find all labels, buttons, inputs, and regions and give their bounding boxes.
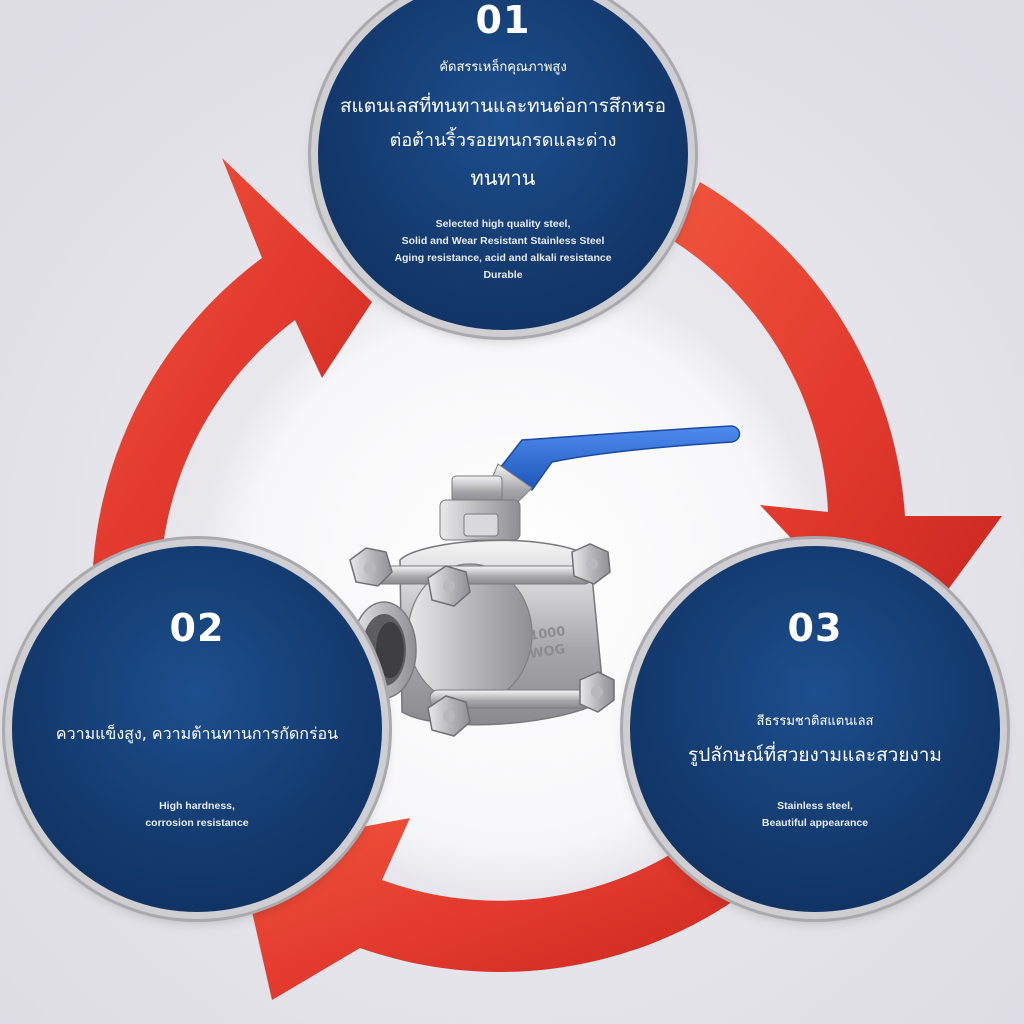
thai-subtitle: สีธรรมชาติสแตนเลส xyxy=(756,714,874,729)
english-line: Stainless steel, xyxy=(777,800,853,812)
thai-line: รูปลักษณ์ที่สวยงามและสวยงาม xyxy=(688,744,942,766)
arrow-right-down xyxy=(672,182,1002,655)
marking-wog: WOG xyxy=(528,642,566,662)
thai-subtitle: คัดสรรเหล็กคุณภาพสูง xyxy=(439,60,567,75)
thai-line: สแตนเลสที่ทนทานและทนต่อการสึกหรอ xyxy=(339,95,667,117)
badge-number: 01 xyxy=(475,0,531,42)
english-line: High hardness, xyxy=(159,800,235,812)
thai-line: ความแข็งสูง, ความต้านทานการกัดกร่อน xyxy=(55,724,339,743)
english-line: Solid and Wear Resistant Stainless Steel xyxy=(401,235,605,247)
badge-number: 03 xyxy=(787,606,843,650)
marking-1000: 1000 xyxy=(528,624,566,644)
arrow-bottom-left xyxy=(238,818,735,1000)
english-line: Aging resistance, acid and alkali resist… xyxy=(394,252,612,264)
english-line: corrosion resistance xyxy=(145,817,249,829)
thai-line: ต่อต้านริ้วรอยทนกรดและด่าง xyxy=(389,130,617,151)
feature-badge-01: 01 คัดสรรเหล็กคุณภาพสูง สแตนเลสที่ทนทานแ… xyxy=(318,0,688,330)
feature-badge-02: 02 ความแข็งสูง, ความต้านทานการกัดกร่อน H… xyxy=(12,546,382,912)
ball-valve-image: 1000 WOG xyxy=(349,425,741,737)
feature-badge-03: 03 สีธรรมชาติสแตนเลส รูปลักษณ์ที่สวยงามแ… xyxy=(630,546,1000,912)
english-line: Beautiful appearance xyxy=(761,817,869,829)
english-line: Selected high quality steel, xyxy=(435,218,571,230)
badge-number: 02 xyxy=(169,606,225,650)
english-line: Durable xyxy=(483,269,523,281)
thai-line: ทนทาน xyxy=(470,166,536,190)
valve-handle xyxy=(498,425,741,492)
arrow-left-up xyxy=(91,158,372,600)
